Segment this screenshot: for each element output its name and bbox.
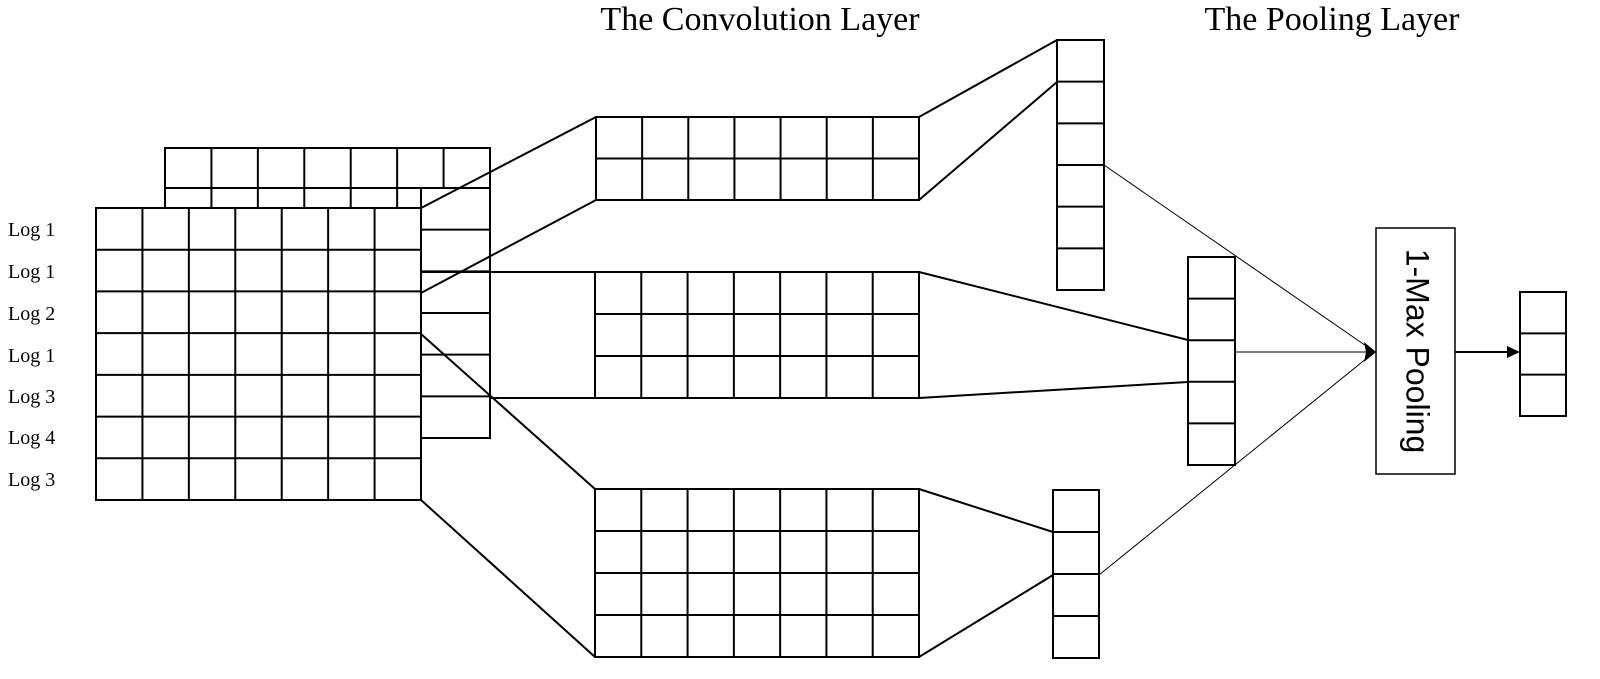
connector (1098, 353, 1373, 576)
connector (420, 333, 596, 490)
input-row-labels: Log 1 Log 1 Log 2 Log 1 Log 3 Log 4 Log … (8, 219, 55, 491)
input-matrix (95, 207, 422, 501)
output-vector-border (1519, 291, 1567, 417)
conv-map-top (595, 116, 920, 201)
row-label: Log 4 (8, 427, 55, 449)
row-label: Log 1 (8, 219, 55, 241)
conv-map-middle-border (594, 271, 920, 399)
conv-map-middle (594, 271, 920, 399)
connector (918, 381, 1189, 399)
input-matrix-border (95, 207, 422, 501)
max-pooling-label: 1-Max Pooling (1400, 249, 1436, 454)
row-label: Log 2 (8, 303, 55, 325)
pooled-vector-top (1056, 39, 1105, 291)
connector (420, 199, 597, 294)
arrowhead (1364, 342, 1376, 362)
max-pooling-box: 1-Max Pooling (1375, 227, 1456, 475)
connector (420, 499, 596, 658)
connector (1103, 164, 1373, 351)
connector (918, 81, 1058, 201)
connector (420, 116, 597, 209)
heading-pooling-layer: The Pooling Layer (1205, 1, 1461, 38)
conv-to-pool-connectors (918, 39, 1189, 658)
connector (918, 271, 1189, 341)
pooled-vector-middle (1187, 256, 1236, 466)
input-to-conv-connectors (420, 116, 597, 658)
connector (918, 488, 1054, 533)
conv-map-bottom (594, 488, 920, 658)
pool-to-max-connectors (1098, 164, 1373, 576)
row-label: Log 1 (8, 345, 55, 367)
output-vector (1519, 291, 1567, 417)
row-label: Log 1 (8, 261, 55, 283)
row-label: Log 3 (8, 386, 55, 408)
connector (918, 39, 1058, 118)
output-arrowhead (1507, 346, 1520, 358)
pooled-vector-bottom (1052, 489, 1100, 659)
connector (918, 574, 1054, 658)
pooled-vector-middle-border (1187, 256, 1236, 466)
row-label: Log 3 (8, 469, 55, 491)
heading-convolution-layer: The Convolution Layer (600, 1, 920, 38)
